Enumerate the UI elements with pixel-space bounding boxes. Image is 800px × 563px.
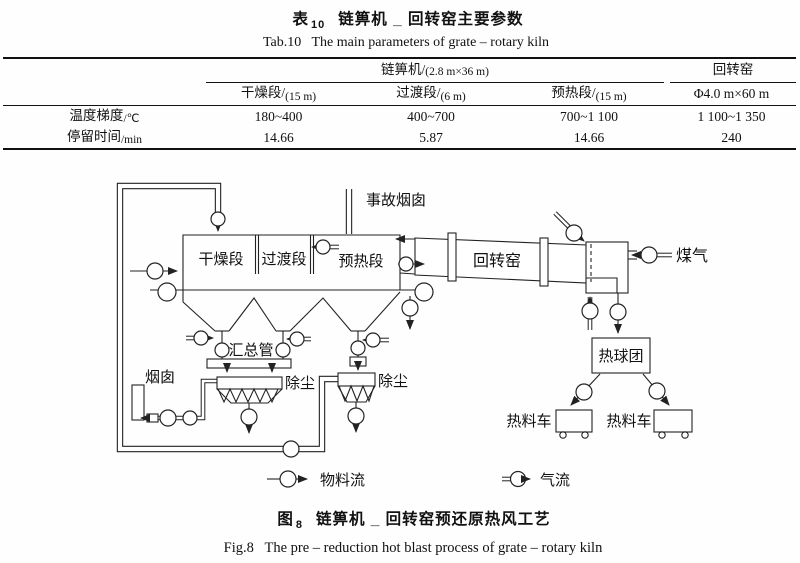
deduster-1 (216, 376, 283, 390)
table-cell: 5.87 (419, 129, 443, 145)
kiln-hood (585, 241, 637, 294)
deduster-1-label: 除尘 (285, 375, 315, 392)
row-label-unit: /℃ (123, 113, 140, 126)
preheat-section-label: 预热段 (338, 253, 383, 270)
table-group-header-row: 链箅机/(2.8 m×36 m) 回转窑 (3, 59, 796, 83)
table-cell: 180~400 (254, 108, 303, 124)
table-title-text: 链箅机 _ 回转窑主要参数 (338, 11, 524, 28)
group-header-grate-size: (2.8 m×36 m) (425, 66, 489, 79)
table-cell: 14.66 (263, 129, 294, 145)
rotary-kiln-body (395, 232, 588, 287)
figure-caption-en: Fig.8 The pre – reduction hot blast proc… (223, 540, 603, 556)
group-header-kiln-label: 回转窑 (712, 62, 754, 78)
table-cell: 700~1 100 (560, 108, 618, 124)
header-pipe-bar (206, 358, 292, 369)
hot-car-left (555, 409, 593, 433)
rotary-kiln-label: 回转窑 (473, 252, 521, 270)
group-header-grate: 链箅机/(2.8 m×36 m) (206, 59, 664, 83)
chimney-stack (131, 384, 145, 421)
table-cell: 400~700 (407, 108, 455, 124)
kiln-tyre (539, 237, 549, 287)
col-header-label: 过渡段/ (396, 85, 441, 101)
airlock-valve (349, 356, 367, 367)
figure-caption-prefix: 图 (277, 511, 294, 528)
group-header-kiln: 回转窑 (670, 59, 796, 83)
figure-number: 8 (295, 519, 303, 531)
transition-section-label: 过渡段 (261, 251, 306, 268)
col-header-preheat: 预热段/(15 m) (511, 85, 667, 104)
accident-chimney-label: 事故烟囱 (366, 192, 426, 209)
row-label-temperature: 温度梯度/℃ (3, 108, 206, 126)
header-pipe-label: 汇总管 (228, 342, 273, 359)
table-row-residence-time: 停留时间/min 14.66 5.87 14.66 240 (3, 127, 796, 148)
flange (146, 413, 159, 423)
parameters-table: 链箅机/(2.8 m×36 m) 回转窑 干燥段/(15 m) 过渡段/(6 m… (3, 57, 796, 150)
hot-pellet-and-cars (555, 337, 693, 439)
drying-section-label: 干燥段 (198, 251, 243, 268)
table-cell: 240 (721, 129, 742, 145)
hot-car-right (653, 409, 693, 433)
table-row-temperature: 温度梯度/℃ 180~400 400~700 700~1 100 1 100~1… (3, 106, 796, 127)
legend: 物料流 气流 (267, 470, 570, 489)
header-pipe-and-dedusters (206, 356, 376, 434)
valve-circles (146, 211, 666, 458)
col-header-size: (6 m) (440, 91, 466, 104)
diagram-labels: 事故烟囱 干燥段 过渡段 预热段 回转窑 煤气 汇总管 烟囱 除尘 除尘 热球团… (145, 192, 708, 430)
row-label-text: 温度梯度 (69, 108, 124, 124)
gas-recirculation-pipe (116, 182, 338, 453)
deduster-2 (337, 372, 376, 387)
col-header-label: 预热段/ (551, 85, 596, 101)
chimney-label: 烟囱 (145, 369, 175, 386)
chimney-assembly (131, 384, 159, 423)
figure-caption-text: 链箅机 _ 回转窑预还原热风工艺 (315, 511, 551, 528)
deduster-2-label: 除尘 (378, 373, 408, 390)
hot-pellet-label: 热球团 (598, 348, 643, 365)
grate-machine (150, 234, 434, 359)
row-label-text: 停留时间 (66, 129, 121, 145)
row-label-unit: /min (120, 134, 143, 147)
col-header-size: (15 m) (595, 91, 627, 104)
hot-car-left-label: 热料车 (506, 413, 551, 430)
col-header-drying: 干燥段/(15 m) (206, 85, 351, 104)
legend-material-label: 物料流 (320, 472, 365, 489)
table-title-en: Tab.10 The main parameters of grate – ro… (262, 35, 550, 50)
table-number: 10 (311, 19, 326, 31)
group-header-grate-label: 链箅机/ (381, 62, 426, 78)
grate-sprocket-right (414, 282, 434, 302)
col-header-size: (15 m) (285, 91, 317, 104)
col-header-kiln-size: Φ4.0 m×60 m (667, 87, 796, 101)
table-cell: 1 100~1 350 (697, 108, 766, 124)
dedust-to-chimney-pipe (158, 378, 217, 421)
legend-gas-label: 气流 (540, 472, 570, 489)
row-label-residence-time: 停留时间/min (3, 129, 206, 147)
col-header-label: Φ4.0 m×60 m (693, 85, 770, 101)
col-header-label: 干燥段/ (240, 85, 286, 101)
grate-sprocket-left (157, 282, 177, 302)
hot-car-right-label: 热料车 (606, 413, 651, 430)
col-header-transition: 过渡段/(6 m) (351, 85, 511, 104)
hot-pellet-box (591, 337, 651, 374)
table-title-prefix: 表 (292, 11, 310, 28)
table-cell: 14.66 (573, 129, 605, 145)
table-subheader-row: 干燥段/(15 m) 过渡段/(6 m) 预热段/(15 m) Φ4.0 m×6… (3, 82, 796, 106)
kiln-tyre (447, 232, 457, 282)
coal-gas-label: 煤气 (676, 247, 708, 265)
